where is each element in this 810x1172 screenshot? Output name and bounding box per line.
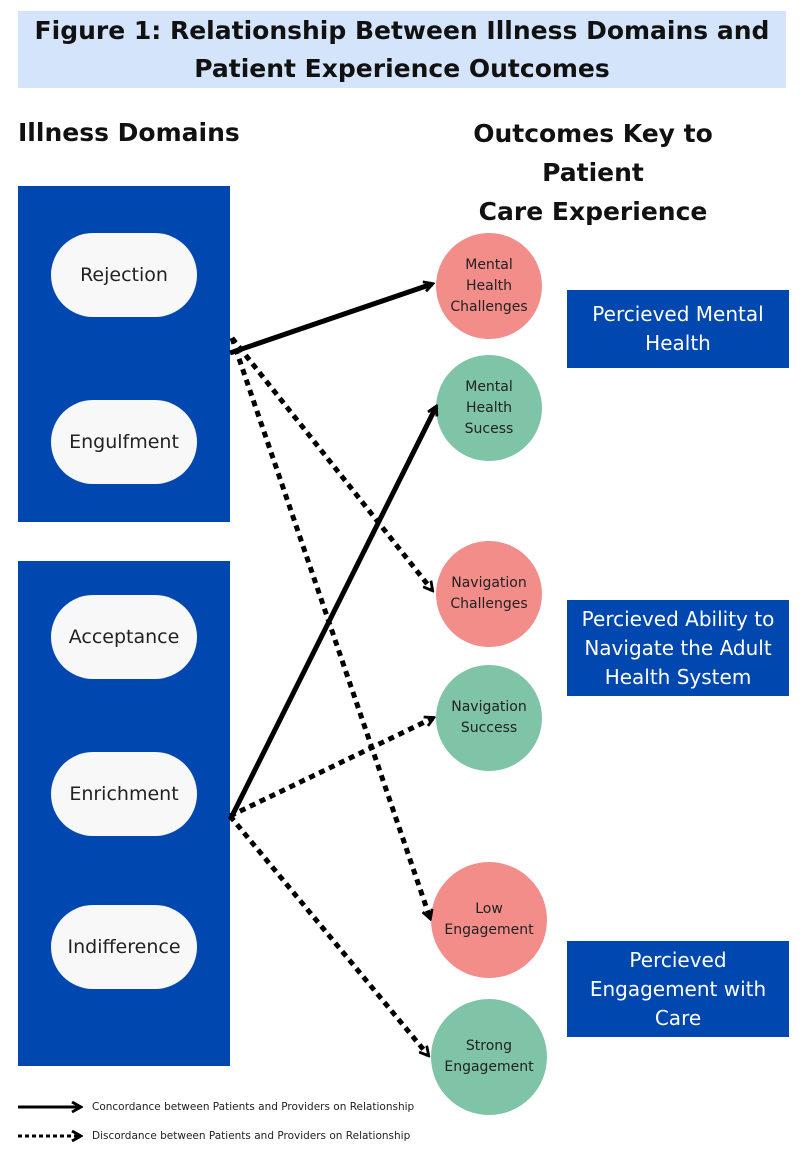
domain-enrichment: Enrichment [51, 752, 197, 836]
outcomes-heading-line-1: Outcomes Key to Patient [473, 119, 713, 187]
outcome-label: Mental Health Challenges [450, 256, 528, 315]
perceived-label: Percieved Ability to Navigate the Adult … [581, 606, 775, 689]
outcome-label: Navigation Challenges [450, 575, 528, 612]
figure-title: Figure 1: Relationship Between Illness D… [35, 12, 770, 88]
legend-concordance-label: Concordance between Patients and Provide… [92, 1101, 415, 1113]
outcome-low-engagement: Low Engagement [431, 862, 547, 978]
outcome-label: Low Engagement [444, 901, 534, 938]
outcome-navigation-challenges: Navigation Challenges [436, 541, 542, 647]
domain-acceptance: Acceptance [51, 595, 197, 679]
perceived-label: Percieved Engagement with Care [589, 947, 767, 1030]
outcome-label: Strong Engagement [444, 1038, 534, 1075]
perceived-label: Percieved Mental Health [592, 302, 764, 355]
arrow-concordance-to-mental-health-success [227, 407, 436, 822]
domain-indifference: Indifference [51, 905, 197, 989]
outcome-mental-health-challenges: Mental Health Challenges [436, 233, 542, 339]
outcome-strong-engagement: Strong Engagement [431, 999, 547, 1115]
domain-rejection: Rejection [51, 233, 197, 317]
legend-discordance-label: Discordance between Patients and Provide… [92, 1130, 411, 1142]
arrow-discordance-to-navigation-success [228, 718, 433, 819]
domain-engulfment: Engulfment [51, 400, 197, 484]
arrow-concordance-to-mental-health-challenges [229, 284, 432, 356]
figure-title-banner: Figure 1: Relationship Between Illness D… [18, 11, 786, 88]
perceived-mental-health: Percieved Mental Health [567, 290, 789, 368]
outcome-label: Navigation Success [451, 699, 527, 736]
figure-title-line-1: Figure 1: Relationship Between Illness D… [34, 15, 770, 45]
outcome-navigation-success: Navigation Success [436, 665, 542, 771]
arrow-discordance-to-strong-engagement [228, 814, 428, 1055]
arrow-discordance-to-low-engagement [229, 337, 430, 918]
outcomes-heading-line-2: Care Experience [478, 197, 708, 226]
illness-domains-heading: Illness Domains [18, 118, 240, 147]
outcome-label: Mental Health Sucess [464, 378, 514, 437]
figure-title-line-2: Patient Experience Outcomes [194, 53, 610, 83]
arrow-discordance-to-navigation-challenges [230, 336, 432, 590]
outcomes-heading: Outcomes Key to Patient Care Experience [418, 114, 768, 231]
outcome-mental-health-success: Mental Health Sucess [436, 355, 542, 461]
perceived-engagement: Percieved Engagement with Care [567, 941, 789, 1037]
perceived-navigation: Percieved Ability to Navigate the Adult … [567, 600, 789, 696]
